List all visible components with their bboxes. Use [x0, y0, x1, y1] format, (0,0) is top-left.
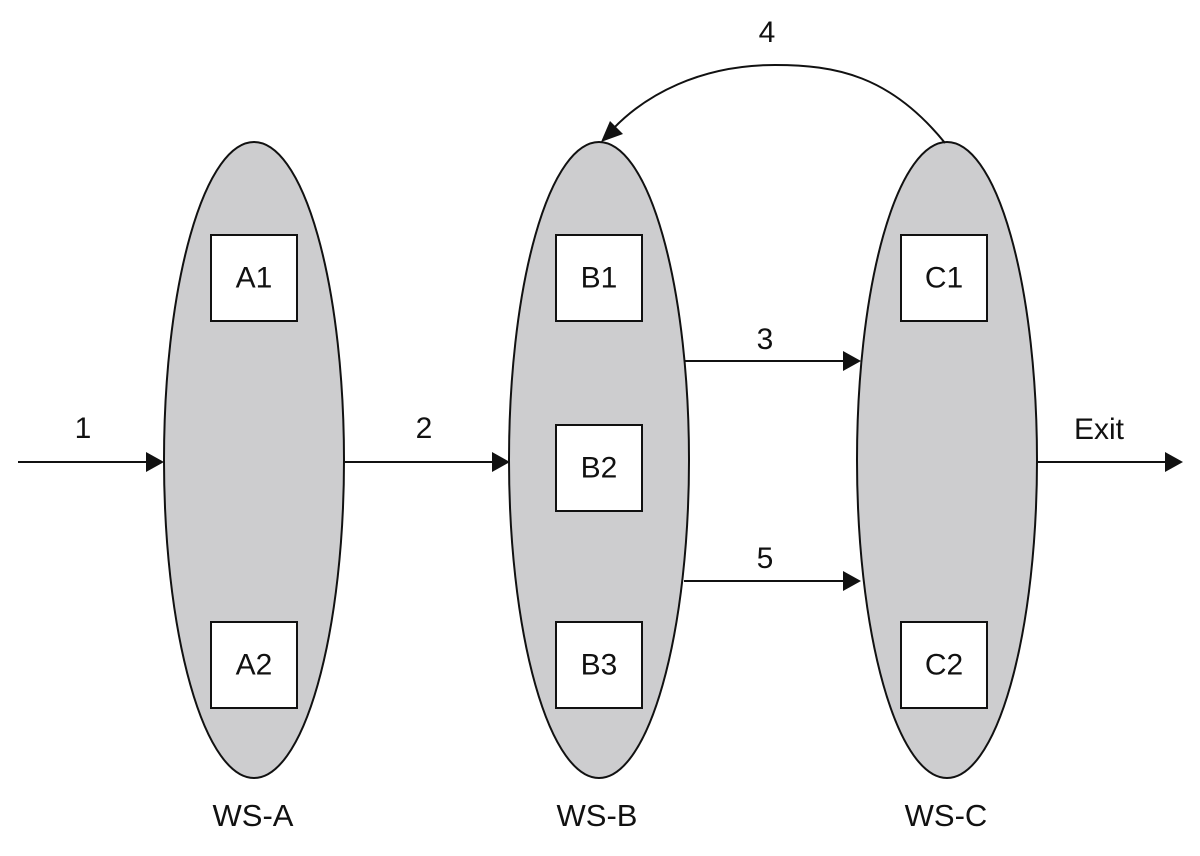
flow-label-3: 3 — [757, 323, 774, 356]
machine-b2: B2 — [555, 424, 643, 512]
flow-label-1: 1 — [75, 412, 92, 445]
machine-b1-label: B1 — [581, 262, 618, 295]
flow-label-4: 4 — [759, 16, 776, 49]
flow-a-to-b-arrow — [344, 452, 510, 472]
flow-label-5: 5 — [757, 542, 774, 575]
flow-entry-arrow — [18, 452, 164, 472]
workstation-b-label: WS-B — [557, 798, 638, 833]
machine-a1-label: A1 — [236, 262, 273, 295]
machine-a2-label: A2 — [236, 649, 273, 682]
flow-c-to-b-return-arrow — [601, 63, 946, 144]
flow-label-exit: Exit — [1074, 413, 1125, 446]
machine-b3-label: B3 — [581, 649, 618, 682]
flow-b-to-c-upper-arrow — [684, 351, 861, 371]
machine-a1: A1 — [210, 234, 298, 322]
machine-b3: B3 — [555, 621, 643, 709]
machine-c2: C2 — [900, 621, 988, 709]
machine-b2-label: B2 — [581, 452, 618, 485]
workstation-a — [163, 141, 345, 779]
flow-exit-arrow — [1037, 452, 1183, 472]
flow-b-to-c-lower-arrow — [684, 571, 861, 591]
machine-c1-label: C1 — [925, 262, 963, 295]
machine-b1: B1 — [555, 234, 643, 322]
workstation-c-label: WS-C — [905, 798, 988, 833]
machine-a2: A2 — [210, 621, 298, 709]
machine-c1: C1 — [900, 234, 988, 322]
machine-c2-label: C2 — [925, 649, 963, 682]
workstation-a-label: WS-A — [213, 798, 294, 833]
flow-label-2: 2 — [416, 412, 433, 445]
